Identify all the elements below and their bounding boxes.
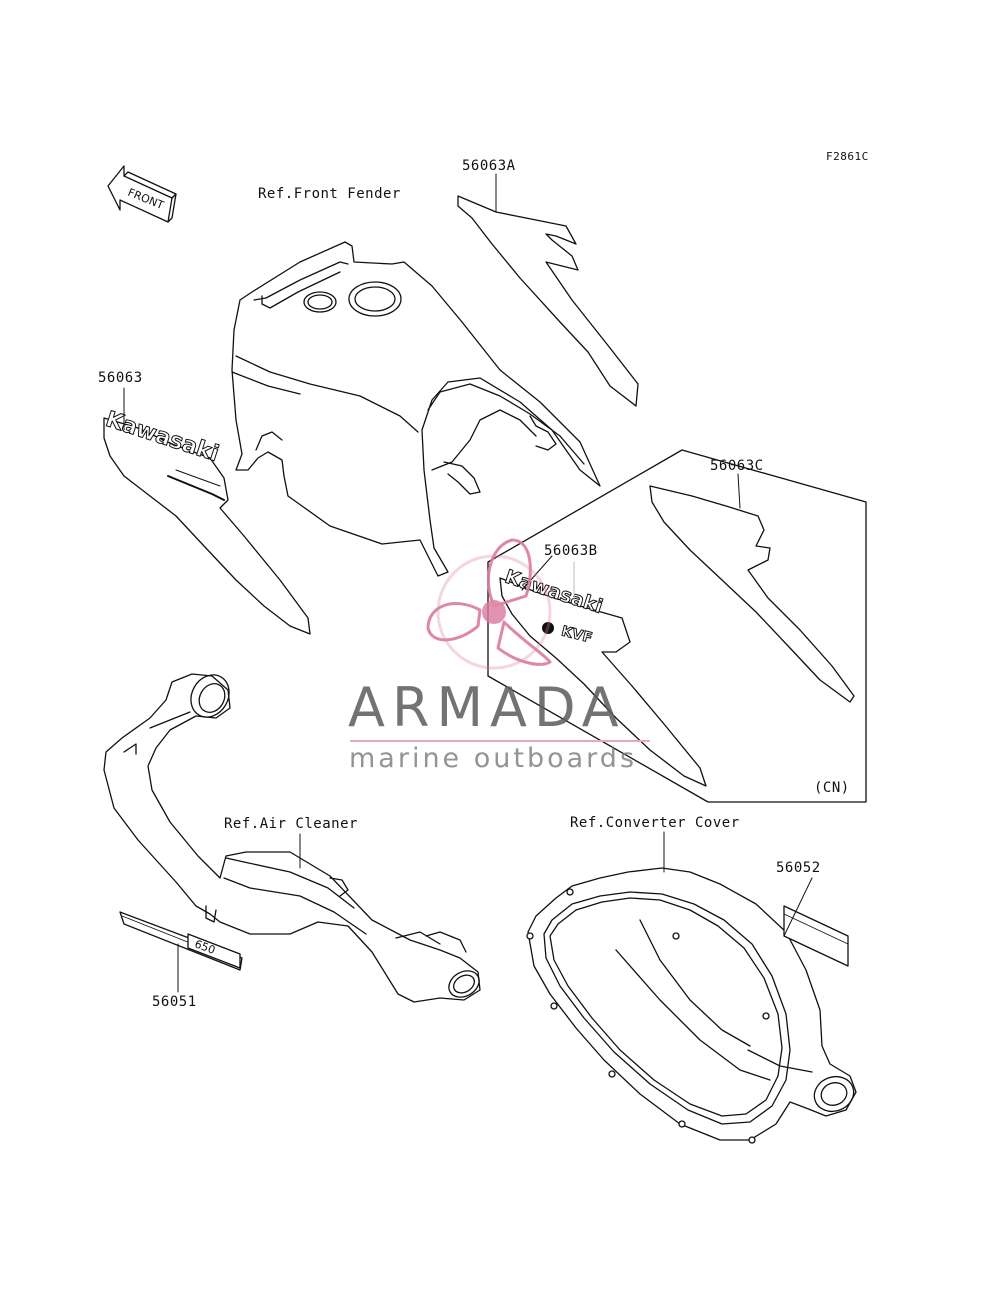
armada-logo-icon — [426, 538, 552, 670]
air-cleaner-duct — [103, 673, 481, 1003]
decal-56051: 650 — [119, 911, 243, 971]
watermark-subtitle: marine outboards — [349, 743, 638, 774]
converter-cover — [526, 867, 857, 1144]
gear-icon — [542, 622, 554, 634]
watermark-title: ARMADA — [348, 676, 626, 739]
part-56063B-label: 56063B — [544, 543, 598, 559]
front-fender-outline — [231, 241, 601, 577]
watermark-divider — [350, 740, 650, 742]
region-cn-label: (CN) — [814, 780, 850, 796]
cn-region-box — [487, 449, 867, 803]
ref-air-cleaner-label: Ref.Air Cleaner — [224, 816, 358, 832]
ref-front-fender-label: Ref.Front Fender — [258, 186, 401, 202]
part-56051-label: 56051 — [152, 994, 197, 1010]
part-56052-label: 56052 — [776, 860, 821, 876]
decal-56063A — [457, 195, 639, 407]
front-arrow-icon: FRONT — [107, 165, 177, 223]
decal-number-text: 650 — [193, 938, 217, 957]
ref-converter-cover-label: Ref.Converter Cover — [570, 815, 740, 831]
decal-56063C — [649, 485, 855, 703]
figure-code: F2861C — [826, 150, 869, 163]
decal-56052 — [783, 905, 849, 967]
part-56063-label: 56063 — [98, 370, 143, 386]
part-56063C-label: 56063C — [710, 458, 764, 474]
leader-lines — [123, 173, 813, 993]
part-56063A-label: 56063A — [462, 158, 516, 174]
